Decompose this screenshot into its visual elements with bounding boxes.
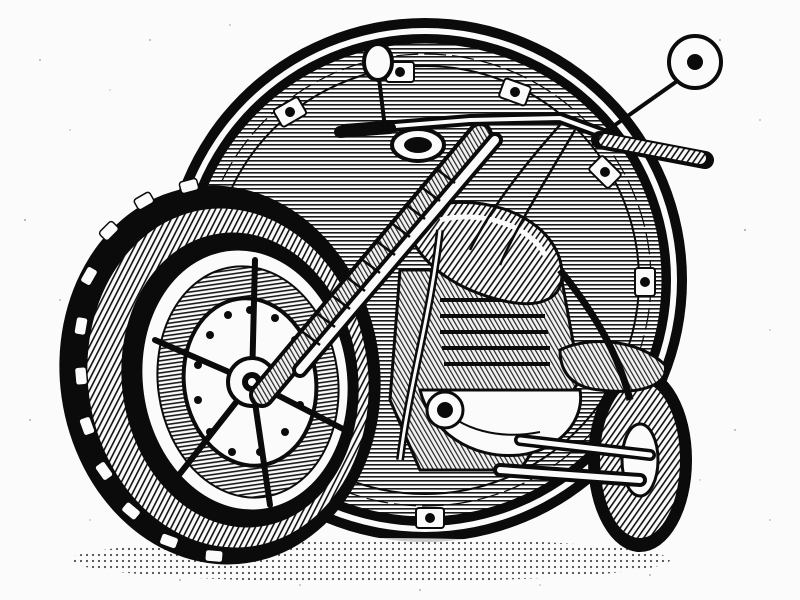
- engine: [388, 268, 656, 487]
- rim-bolts: [272, 61, 656, 529]
- handlebars: [334, 111, 714, 169]
- cables: [468, 124, 577, 266]
- paper-texture: [23, 24, 771, 591]
- front-fork: [249, 122, 503, 408]
- mirrors: [362, 34, 723, 129]
- rear-wheel: [588, 368, 692, 552]
- fuel-tank: [413, 200, 564, 306]
- front-wheel: [59, 177, 381, 565]
- frame: [396, 229, 634, 461]
